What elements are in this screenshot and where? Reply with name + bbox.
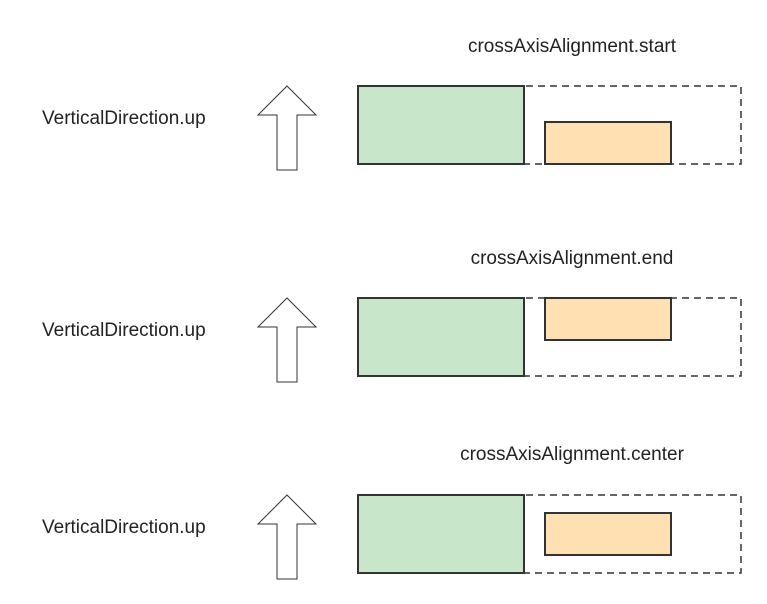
- row-start: crossAxisAlignment.start VerticalDirecti…: [42, 36, 742, 171]
- direction-label-end: VerticalDirection.up: [42, 320, 206, 341]
- row-title-end: crossAxisAlignment.end: [471, 248, 674, 269]
- green-child-box: [357, 494, 525, 574]
- orange-child-box: [544, 297, 672, 341]
- up-arrow-icon: [256, 297, 318, 383]
- row-title-start: crossAxisAlignment.start: [468, 36, 677, 57]
- up-arrow-icon: [256, 494, 318, 580]
- green-child-box: [357, 85, 525, 165]
- up-arrow-icon: [256, 85, 318, 171]
- orange-child-box: [544, 121, 672, 165]
- green-child-box: [357, 297, 525, 377]
- row-center: crossAxisAlignment.center VerticalDirect…: [42, 444, 742, 580]
- row-title-center: crossAxisAlignment.center: [460, 444, 685, 465]
- orange-child-box: [544, 512, 672, 556]
- direction-label-start: VerticalDirection.up: [42, 108, 206, 129]
- row-end: crossAxisAlignment.end VerticalDirection…: [42, 248, 742, 383]
- direction-label-center: VerticalDirection.up: [42, 517, 206, 538]
